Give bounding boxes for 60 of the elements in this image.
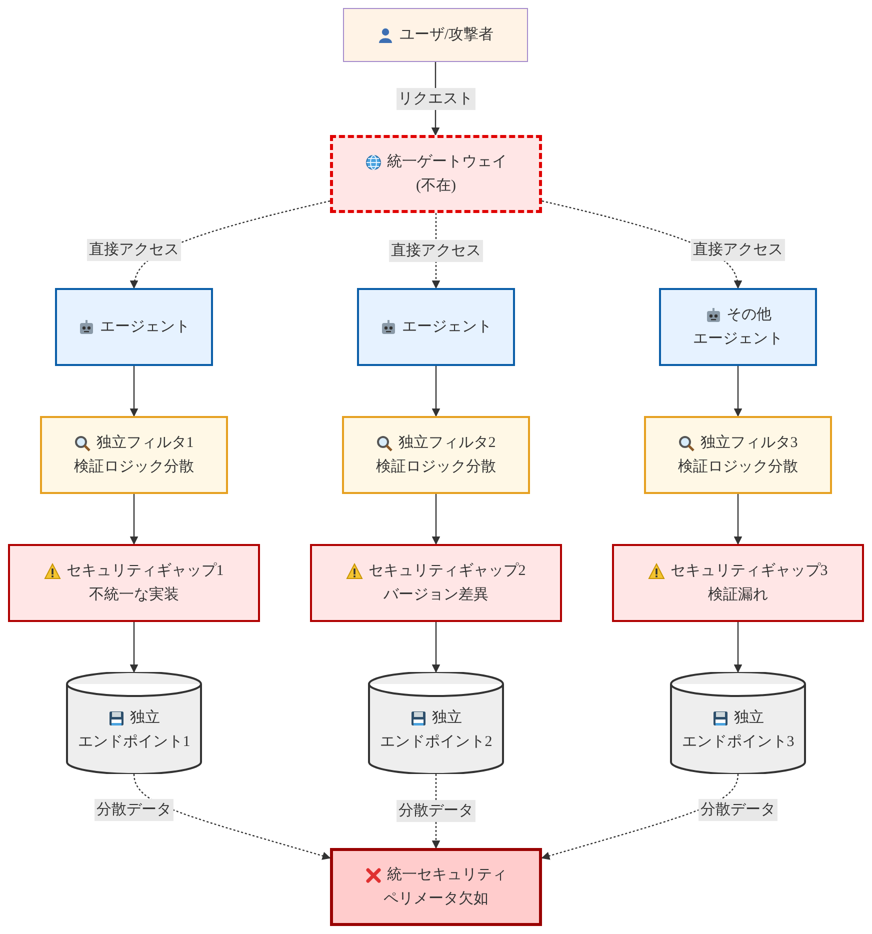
arrow (734, 622, 742, 673)
node-text: エンドポイント2 (380, 733, 492, 752)
security-gap-box (310, 544, 562, 622)
node-text: 独立 (734, 708, 764, 728)
node-text: エージェント (402, 318, 492, 337)
user-box (343, 8, 528, 62)
security-gap-box (8, 544, 260, 622)
node-text: 検証ロジック分散 (376, 458, 496, 477)
node-text: セキュリティギャップ3 (670, 561, 828, 581)
edge-label: 分散データ (94, 799, 174, 821)
node-text: ユーザ/攻撃者 (399, 26, 494, 45)
node-text: 検証漏れ (708, 586, 768, 605)
edge-label: 分散データ (698, 799, 778, 821)
gateway-box (330, 135, 542, 213)
missing-perimeter-box (330, 848, 542, 926)
agent-box (659, 288, 817, 366)
arrow (432, 494, 440, 545)
node-text: エージェント (100, 318, 190, 337)
edge-label: 直接アクセス (389, 240, 483, 262)
node-text: 検証ロジック分散 (678, 458, 798, 477)
arrow (734, 366, 742, 417)
node-text: ペリメータ欠如 (384, 890, 488, 909)
node-text: (不在) (416, 177, 456, 196)
node-text: エージェント (693, 330, 783, 349)
node-text: セキュリティギャップ1 (66, 561, 224, 581)
arrow (432, 622, 440, 673)
node-text: その他 (726, 306, 772, 325)
arrow (432, 366, 440, 417)
edge-label: リクエスト (396, 88, 475, 110)
node-text: 統一セキュリティ (387, 866, 507, 885)
edge-label: 分散データ (396, 800, 476, 822)
edge-label: 直接アクセス (87, 239, 181, 261)
node-text: 独立フィルタ3 (700, 433, 798, 453)
endpoint-cylinder (670, 672, 806, 774)
node-text: エンドポイント3 (682, 733, 794, 752)
node-text: 検証ロジック分散 (74, 458, 194, 477)
node-text: 独立フィルタ1 (96, 433, 194, 453)
agent-box (357, 288, 515, 366)
node-text: 不統一な実装 (89, 586, 179, 605)
endpoint-cylinder (66, 672, 202, 774)
filter-box (644, 416, 832, 494)
node-text: バージョン差異 (384, 586, 488, 605)
arrow (130, 622, 138, 673)
arrow (130, 494, 138, 545)
node-text: 統一ゲートウェイ (387, 152, 507, 172)
security-gap-box (612, 544, 864, 622)
edge-label: 直接アクセス (691, 239, 785, 261)
filter-box (40, 416, 228, 494)
node-text: エンドポイント1 (78, 733, 190, 752)
node-text: セキュリティギャップ2 (368, 561, 526, 581)
node-text: 独立フィルタ2 (398, 433, 496, 453)
arrow (734, 494, 742, 545)
node-text: 独立 (130, 708, 160, 728)
agent-box (55, 288, 213, 366)
filter-box (342, 416, 530, 494)
node-text: 独立 (432, 708, 462, 728)
arrow (130, 366, 138, 417)
arrow (541, 774, 739, 860)
arrow (133, 774, 331, 860)
endpoint-cylinder (368, 672, 504, 774)
